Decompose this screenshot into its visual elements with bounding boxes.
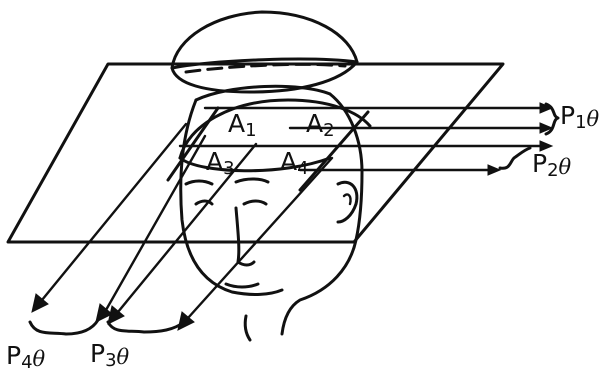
- label-a1: A1: [228, 109, 257, 141]
- head-cross-section: [166, 98, 372, 192]
- slice-plane: [6, 62, 505, 244]
- ear-inner: [342, 193, 352, 206]
- rays-p1: [203, 102, 554, 134]
- left-eye: [194, 199, 214, 206]
- label-a2: A2: [306, 109, 335, 141]
- rays-p4: [31, 122, 207, 323]
- ear: [336, 180, 359, 224]
- right-eye: [242, 199, 268, 206]
- label-p1-theta: P1θ: [560, 101, 600, 133]
- braces: [28, 102, 560, 336]
- label-a4: A4: [280, 147, 309, 179]
- brace-p3: [106, 320, 186, 334]
- label-p4-theta: P4θ: [6, 341, 46, 373]
- label-p3-theta: P3θ: [90, 339, 130, 371]
- face-features: [184, 177, 359, 289]
- right-eyebrow: [234, 177, 270, 184]
- label-a3: A3: [206, 147, 235, 179]
- left-eyebrow: [184, 179, 214, 186]
- brace-p1: [544, 102, 560, 136]
- brace-p2: [498, 146, 532, 170]
- rays-p2: [178, 140, 554, 176]
- brace-p4: [28, 318, 100, 336]
- mouth: [224, 282, 260, 289]
- skull-cap: [170, 10, 359, 94]
- label-p2-theta: P2θ: [532, 149, 572, 181]
- rays-p3: [107, 142, 334, 331]
